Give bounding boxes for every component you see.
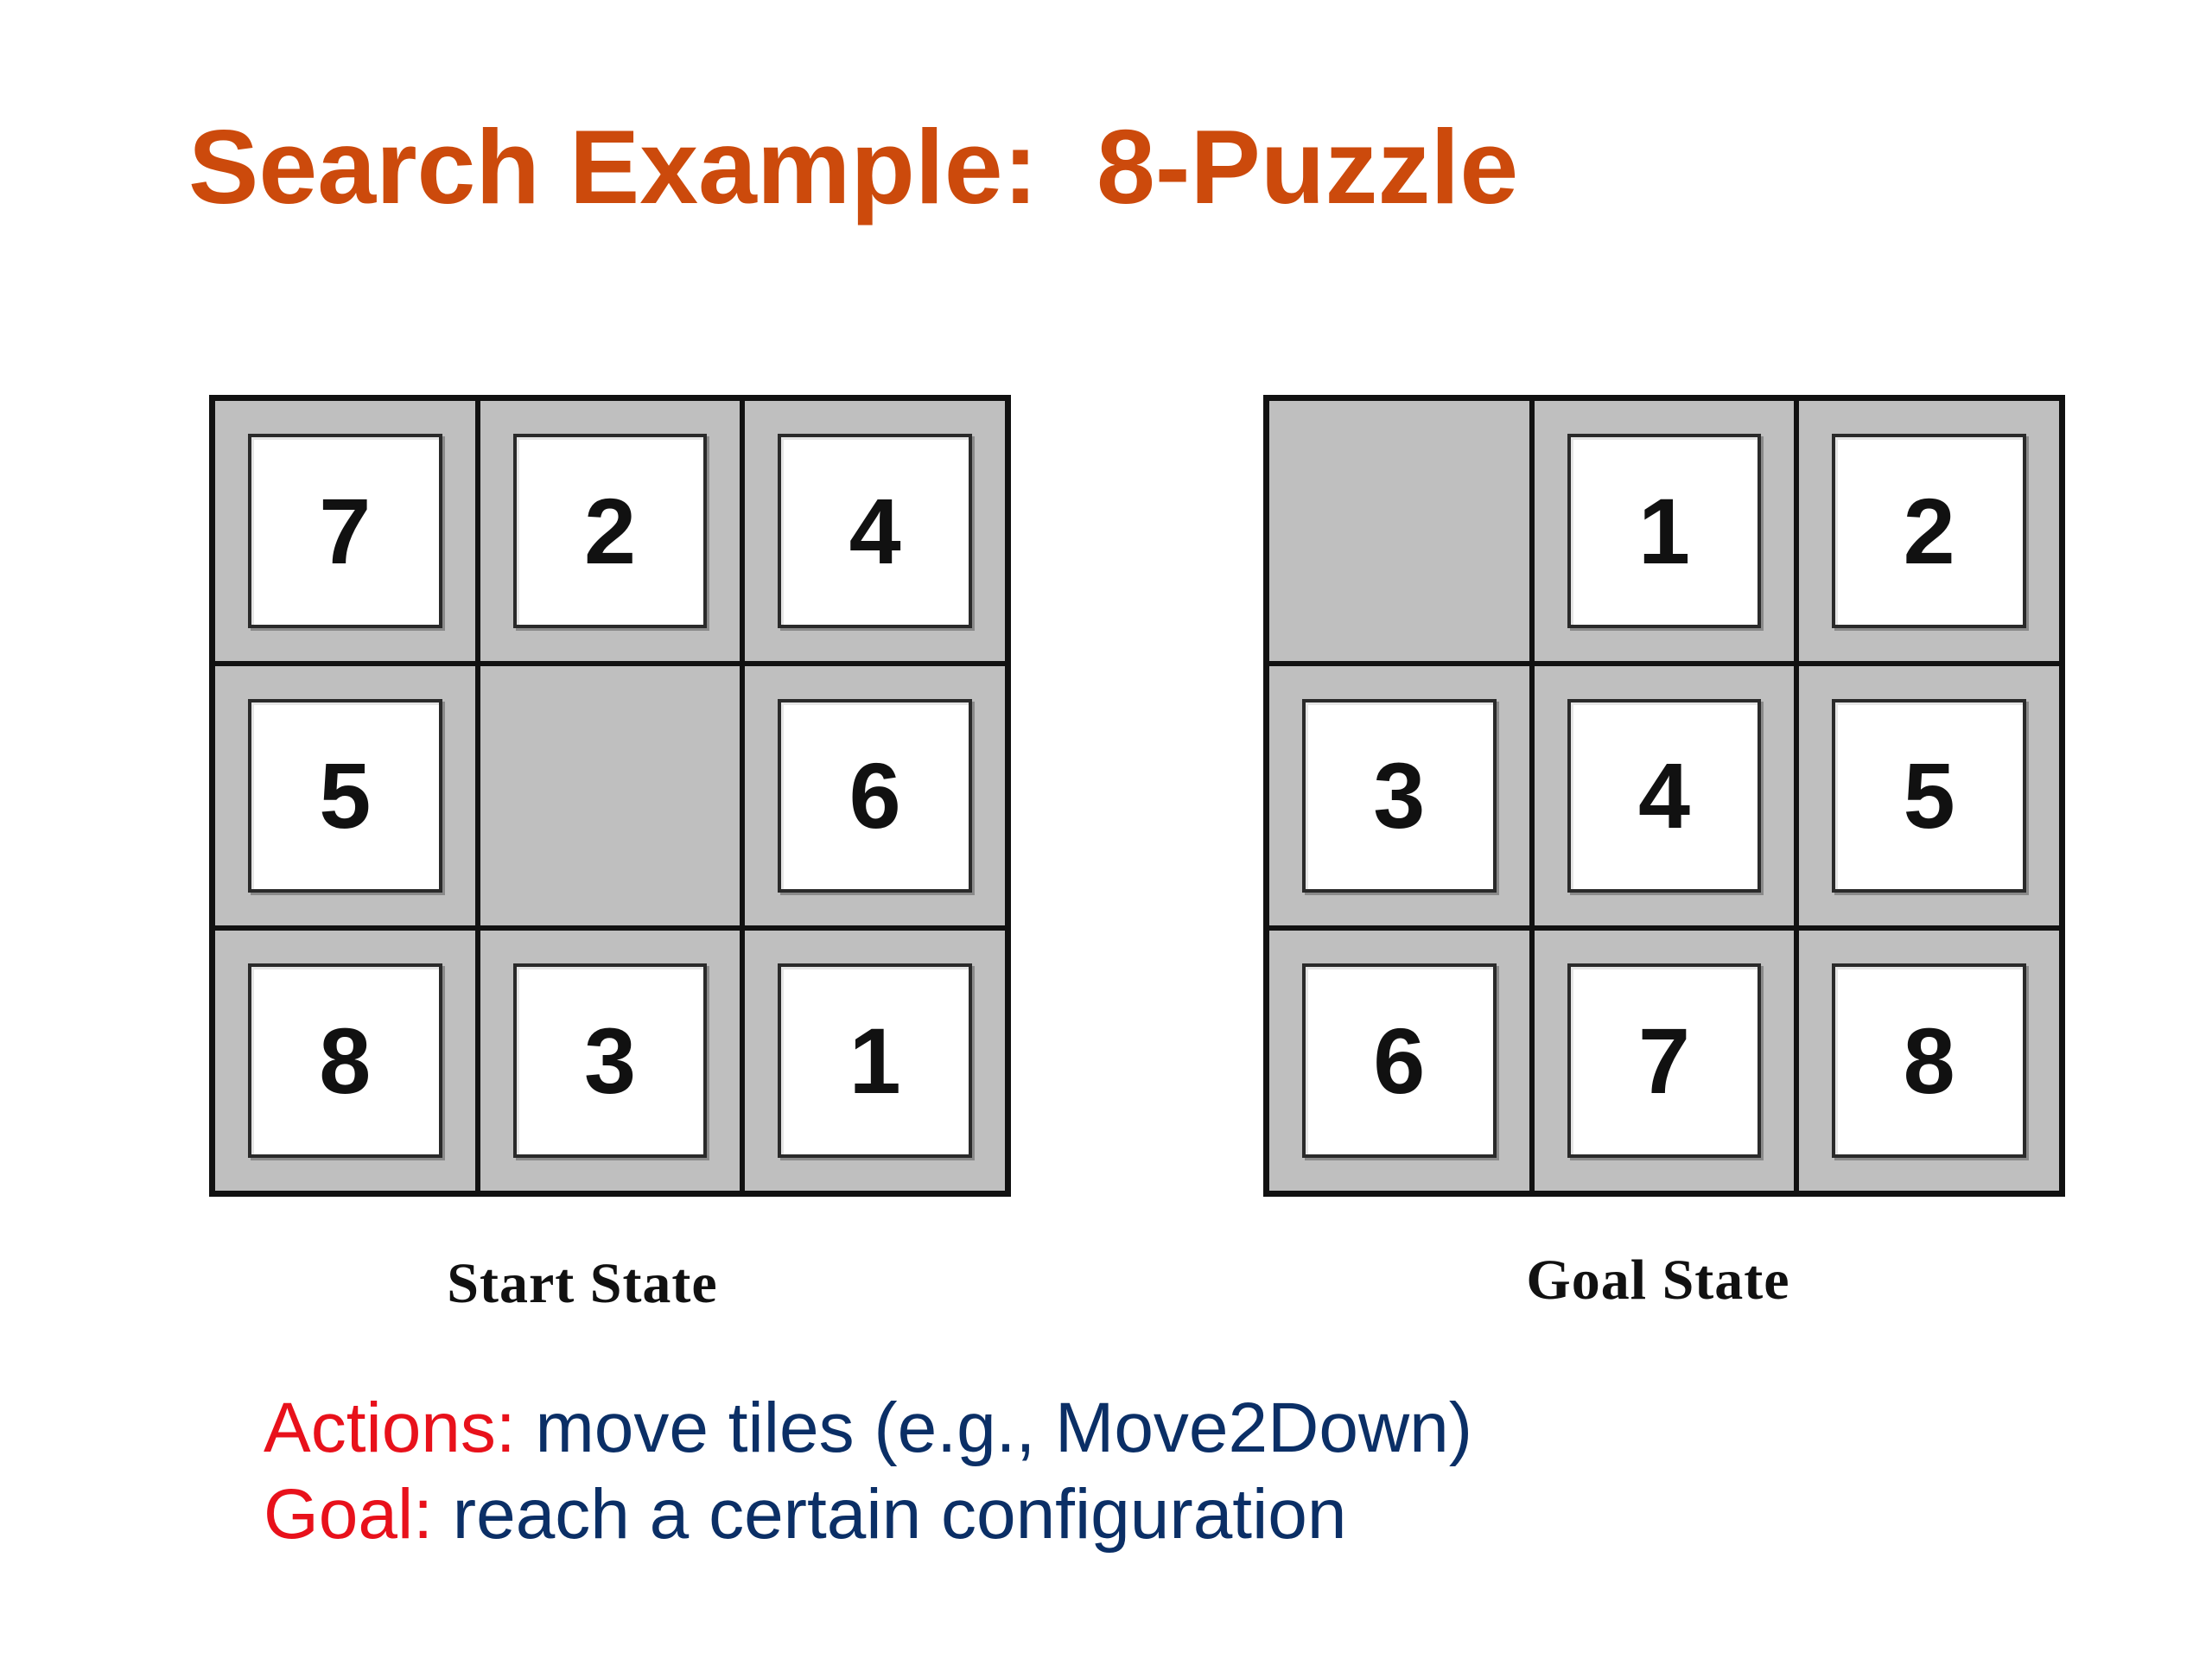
puzzle-tile: 3 xyxy=(1302,698,1497,893)
puzzle-tile: 8 xyxy=(1832,963,2026,1158)
actions-text: move tiles (e.g., Move2Down) xyxy=(515,1389,1473,1467)
actions-line: Actions: move tiles (e.g., Move2Down) xyxy=(264,1385,1472,1471)
goal-state-board: 1 2 3 4 5 6 7 8 xyxy=(1263,395,2065,1197)
board-cell: 4 xyxy=(745,401,1005,661)
puzzle-tile: 7 xyxy=(248,434,442,628)
puzzle-tile: 2 xyxy=(512,434,708,628)
start-state-caption: Start State xyxy=(447,1252,718,1315)
puzzle-tile: 7 xyxy=(1567,963,1762,1158)
board-cell: 5 xyxy=(1799,665,2059,926)
board-cell: 5 xyxy=(215,665,475,926)
puzzle-tile: 2 xyxy=(1832,434,2026,628)
tile-number: 2 xyxy=(1903,478,1955,583)
tile-number: 8 xyxy=(319,1008,372,1114)
puzzle-tile: 6 xyxy=(1302,963,1497,1158)
board-cell: 3 xyxy=(1269,665,1529,926)
goal-line: Goal: reach a certain configuration xyxy=(264,1471,1347,1558)
board-cell: 2 xyxy=(480,401,741,661)
tile-number: 2 xyxy=(583,478,637,583)
board-cell: 7 xyxy=(1534,931,1795,1191)
start-state-board: 7 2 4 5 6 8 3 1 xyxy=(209,395,1011,1197)
puzzle-tile: 1 xyxy=(1567,434,1762,628)
puzzle-tile: 4 xyxy=(778,434,972,628)
tile-number: 5 xyxy=(1903,743,1955,849)
goal-label: Goal: xyxy=(264,1475,433,1554)
puzzle-tile: 6 xyxy=(778,698,972,893)
tile-number: 1 xyxy=(1637,478,1691,583)
board-cell: 3 xyxy=(480,931,741,1191)
puzzle-tile: 5 xyxy=(1832,698,2026,893)
board-cell: 8 xyxy=(215,931,475,1191)
tile-number: 8 xyxy=(1903,1008,1955,1114)
board-cell: 4 xyxy=(1534,665,1795,926)
tile-number: 5 xyxy=(319,743,372,849)
puzzle-tile: 1 xyxy=(778,963,972,1158)
blank-cell xyxy=(480,665,741,926)
tile-number: 7 xyxy=(1637,1008,1691,1114)
tile-number: 4 xyxy=(849,478,901,583)
tile-number: 1 xyxy=(849,1008,901,1114)
board-cell: 8 xyxy=(1799,931,2059,1191)
puzzle-tile: 4 xyxy=(1567,698,1762,893)
goal-text: reach a certain configuration xyxy=(433,1475,1347,1554)
puzzle-tile: 3 xyxy=(512,963,708,1158)
puzzle-tile: 5 xyxy=(248,698,442,893)
actions-label: Actions: xyxy=(264,1389,516,1467)
board-cell: 6 xyxy=(1269,931,1529,1191)
blank-cell xyxy=(1269,401,1529,661)
board-cell: 1 xyxy=(745,931,1005,1191)
tile-number: 6 xyxy=(1373,1008,1426,1114)
tile-number: 6 xyxy=(849,743,901,849)
board-cell: 1 xyxy=(1534,401,1795,661)
board-cell: 7 xyxy=(215,401,475,661)
board-cell: 2 xyxy=(1799,401,2059,661)
tile-number: 3 xyxy=(583,1008,637,1114)
tile-number: 3 xyxy=(1373,743,1426,849)
board-cell: 6 xyxy=(745,665,1005,926)
slide-title: Search Example: 8-Puzzle xyxy=(188,108,1519,226)
tile-number: 4 xyxy=(1637,743,1691,849)
puzzle-tile: 8 xyxy=(248,963,442,1158)
tile-number: 7 xyxy=(319,478,372,583)
goal-state-caption: Goal State xyxy=(1526,1249,1790,1312)
